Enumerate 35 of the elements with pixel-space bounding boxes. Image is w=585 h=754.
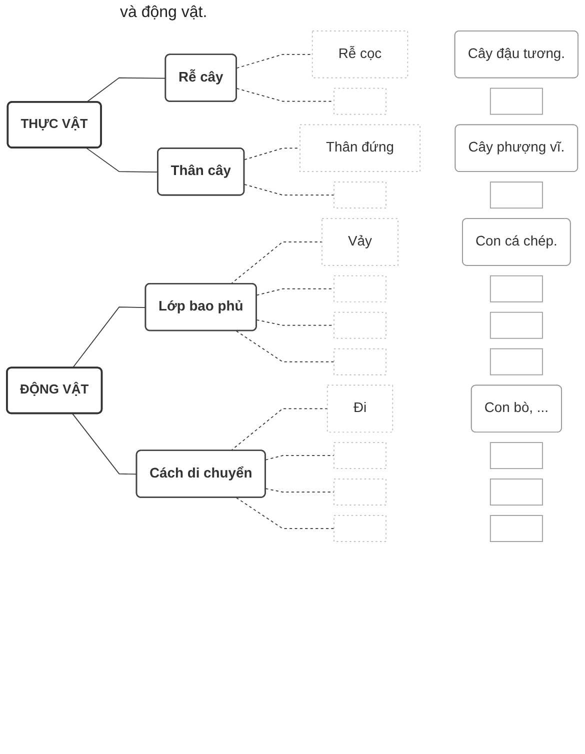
node-box xyxy=(334,88,386,115)
node-box: Đi xyxy=(326,384,394,433)
connector xyxy=(230,242,322,284)
connector xyxy=(86,77,166,103)
node-box xyxy=(490,275,543,302)
node-box xyxy=(490,442,543,470)
node-box: Vảy xyxy=(322,218,398,266)
node-box xyxy=(490,348,543,376)
connector xyxy=(230,408,328,452)
node-box xyxy=(490,88,543,115)
connector xyxy=(72,306,146,369)
node-box xyxy=(334,312,386,339)
connector xyxy=(86,148,159,172)
node-box xyxy=(334,515,386,542)
node-box xyxy=(490,478,543,506)
node-box xyxy=(490,312,543,339)
connector xyxy=(256,288,334,296)
node-box xyxy=(334,442,386,470)
connector xyxy=(256,319,334,326)
connector xyxy=(236,54,313,69)
connector xyxy=(244,148,300,160)
node-box: Rễ cọc xyxy=(312,30,408,78)
connector xyxy=(72,413,138,475)
node-box xyxy=(334,182,386,209)
node-box xyxy=(334,348,386,376)
connector xyxy=(244,184,334,196)
node-box xyxy=(334,275,386,302)
connector xyxy=(236,330,334,362)
node-box xyxy=(490,515,543,542)
node-box xyxy=(334,478,386,506)
title: và động vật. xyxy=(120,4,208,22)
node-box xyxy=(490,182,543,209)
node-box: Thân đứng xyxy=(300,124,420,172)
connector xyxy=(236,497,334,529)
connector xyxy=(236,88,334,102)
